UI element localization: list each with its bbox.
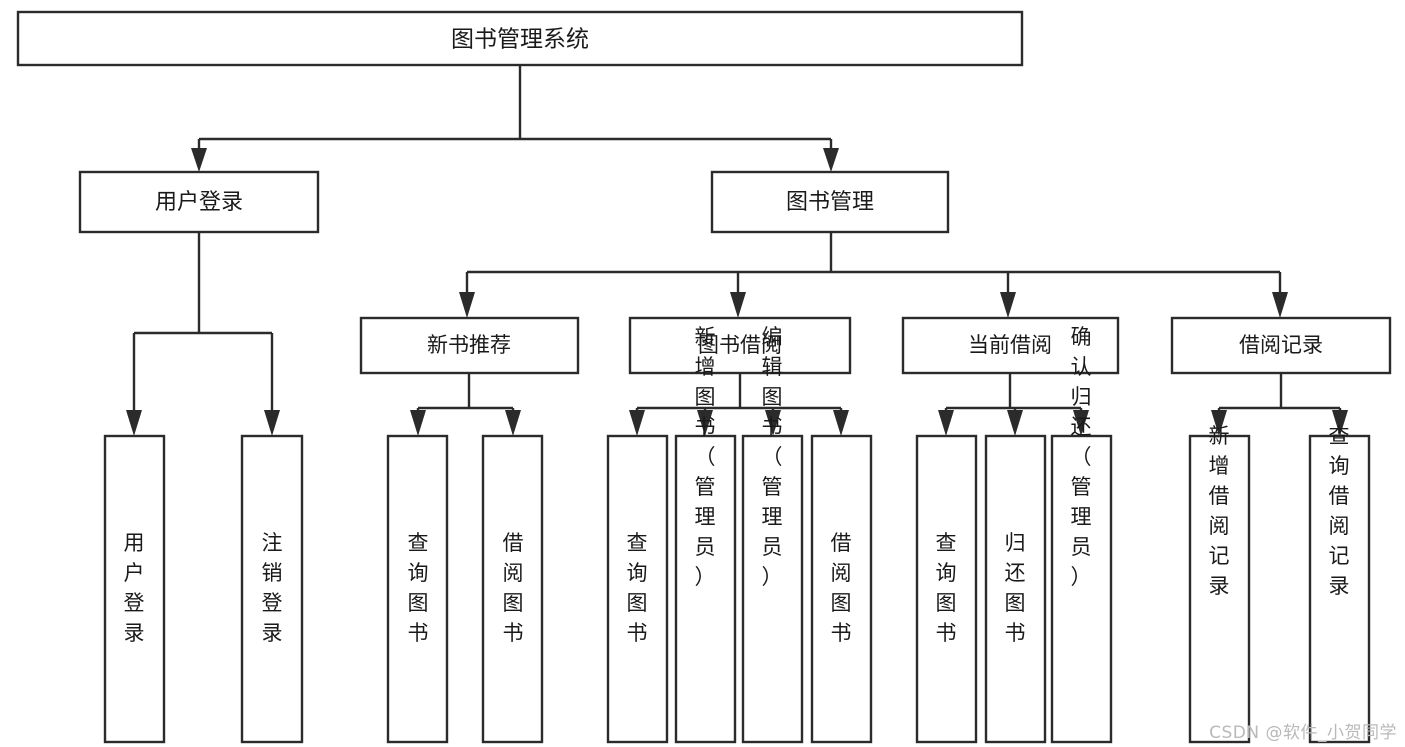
arrow-bookmgmt-to-current bbox=[1000, 292, 1016, 318]
arrow-root-to-book-mgmt bbox=[823, 148, 839, 172]
node-root-label: 图书管理系统 bbox=[451, 27, 589, 53]
arrow-bookmgmt-to-record bbox=[1272, 292, 1288, 318]
leaf-add-borrow-record-label: 新增借阅记录 bbox=[1209, 424, 1230, 598]
leaf-add-borrow-record-box[interactable] bbox=[1188, 434, 1251, 744]
leaf-user-login-box[interactable] bbox=[103, 434, 166, 744]
leaf-user-login-label: 用户登录 bbox=[124, 531, 145, 645]
node-current-borrow-box[interactable] bbox=[901, 316, 1120, 375]
leaf-query-book-newbook-label: 查询图书 bbox=[408, 531, 429, 645]
leaf-query-book-newbook[interactable]: 查询图书 bbox=[386, 434, 449, 744]
leaf-logout[interactable]: 注销登录 bbox=[240, 434, 304, 744]
csdn-watermark: CSDN @软件_小贺同学 bbox=[1209, 723, 1397, 743]
leaf-query-borrow-record[interactable]: 查询借阅记录 bbox=[1308, 424, 1371, 744]
node-new-book-recommend[interactable]: 新书推荐 bbox=[359, 316, 580, 375]
node-user-login-label: 用户登录 bbox=[155, 190, 243, 215]
node-book-borrow-label: 图书借阅 bbox=[698, 333, 782, 357]
leaf-query-book-current[interactable]: 查询图书 bbox=[915, 434, 978, 744]
node-root-box[interactable] bbox=[16, 10, 1024, 67]
leaf-query-book-borrow[interactable]: 查询图书 bbox=[606, 434, 669, 744]
leaf-add-book-admin-box[interactable] bbox=[674, 434, 737, 744]
leaf-borrow-book-borrow-box[interactable] bbox=[810, 434, 873, 744]
arrow-borrow-leaf-1 bbox=[629, 410, 645, 436]
leaf-edit-book-admin[interactable]: 编辑图书（管理员） bbox=[741, 325, 804, 744]
arrow-current-leaf-3 bbox=[1073, 410, 1089, 436]
node-current-borrow[interactable]: 当前借阅 bbox=[901, 316, 1120, 375]
node-borrow-record-box[interactable] bbox=[1170, 316, 1392, 375]
arrow-userlogin-leaf-2 bbox=[264, 410, 280, 436]
arrow-record-leaf-2 bbox=[1332, 410, 1348, 436]
leaf-confirm-return-admin[interactable]: 确认归还（管理员） bbox=[1050, 325, 1113, 744]
leaf-query-book-borrow-label: 查询图书 bbox=[627, 531, 648, 645]
node-book-management[interactable]: 图书管理 bbox=[710, 170, 950, 234]
arrow-bookmgmt-to-borrow bbox=[730, 292, 746, 318]
node-book-management-label: 图书管理 bbox=[786, 190, 874, 215]
leaf-query-book-current-box[interactable] bbox=[915, 434, 978, 744]
arrow-record-leaf-1 bbox=[1211, 410, 1227, 436]
leaf-edit-book-admin-box[interactable] bbox=[741, 434, 804, 744]
leaf-borrow-book-newbook[interactable]: 借阅图书 bbox=[481, 434, 544, 744]
node-new-book-recommend-label: 新书推荐 bbox=[427, 333, 511, 357]
leaf-return-book-label: 归还图书 bbox=[1005, 531, 1026, 645]
leaf-query-book-borrow-box[interactable] bbox=[606, 434, 669, 744]
leaf-return-book-box[interactable] bbox=[984, 434, 1047, 744]
leaf-borrow-book-borrow-label: 借阅图书 bbox=[831, 531, 852, 645]
leaf-query-borrow-record-box[interactable] bbox=[1308, 434, 1371, 744]
leaf-return-book[interactable]: 归还图书 bbox=[984, 434, 1047, 744]
node-borrow-record[interactable]: 借阅记录 bbox=[1170, 316, 1392, 375]
leaf-add-book-admin-label: 新增图书（管理员） bbox=[695, 325, 716, 589]
node-new-book-recommend-box[interactable] bbox=[359, 316, 580, 375]
leaf-add-book-admin[interactable]: 新增图书（管理员） bbox=[674, 325, 737, 744]
arrow-borrow-leaf-3 bbox=[765, 410, 781, 436]
node-borrow-record-label: 借阅记录 bbox=[1239, 333, 1323, 357]
node-book-management-box[interactable] bbox=[710, 170, 950, 234]
leaf-query-borrow-record-label: 查询借阅记录 bbox=[1329, 424, 1350, 598]
node-current-borrow-label: 当前借阅 bbox=[968, 333, 1052, 357]
arrow-current-leaf-1 bbox=[938, 410, 954, 436]
leaf-edit-book-admin-label: 编辑图书（管理员） bbox=[762, 325, 783, 589]
arrow-root-to-user-login bbox=[191, 148, 207, 172]
leaf-add-borrow-record[interactable]: 新增借阅记录 bbox=[1188, 424, 1251, 744]
leaf-confirm-return-admin-label: 确认归还（管理员） bbox=[1071, 325, 1092, 589]
leaf-user-login[interactable]: 用户登录 bbox=[103, 434, 166, 744]
node-book-borrow[interactable]: 图书借阅 bbox=[628, 316, 852, 375]
leaf-query-book-current-label: 查询图书 bbox=[936, 531, 957, 645]
leaf-logout-box[interactable] bbox=[240, 434, 304, 744]
node-user-login[interactable]: 用户登录 bbox=[78, 170, 320, 234]
node-user-login-box[interactable] bbox=[78, 170, 320, 234]
leaf-borrow-book-newbook-box[interactable] bbox=[481, 434, 544, 744]
arrow-newbook-leaf-1 bbox=[410, 410, 426, 436]
leaf-borrow-book-borrow[interactable]: 借阅图书 bbox=[810, 434, 873, 744]
leaf-confirm-return-admin-box[interactable] bbox=[1050, 434, 1113, 744]
arrow-bookmgmt-to-newbook bbox=[459, 292, 475, 318]
arrow-current-leaf-2 bbox=[1007, 410, 1023, 436]
connector-layer bbox=[126, 65, 1348, 436]
leaf-borrow-book-newbook-label: 借阅图书 bbox=[503, 531, 524, 645]
arrow-borrow-leaf-2 bbox=[697, 410, 713, 436]
arrow-borrow-leaf-4 bbox=[833, 410, 849, 436]
leaf-logout-label: 注销登录 bbox=[262, 531, 283, 645]
arrow-userlogin-leaf-1 bbox=[126, 410, 142, 436]
leaf-query-book-newbook-box[interactable] bbox=[386, 434, 449, 744]
node-book-borrow-box[interactable] bbox=[628, 316, 852, 375]
node-root[interactable]: 图书管理系统 bbox=[16, 10, 1024, 67]
arrow-newbook-leaf-2 bbox=[505, 410, 521, 436]
